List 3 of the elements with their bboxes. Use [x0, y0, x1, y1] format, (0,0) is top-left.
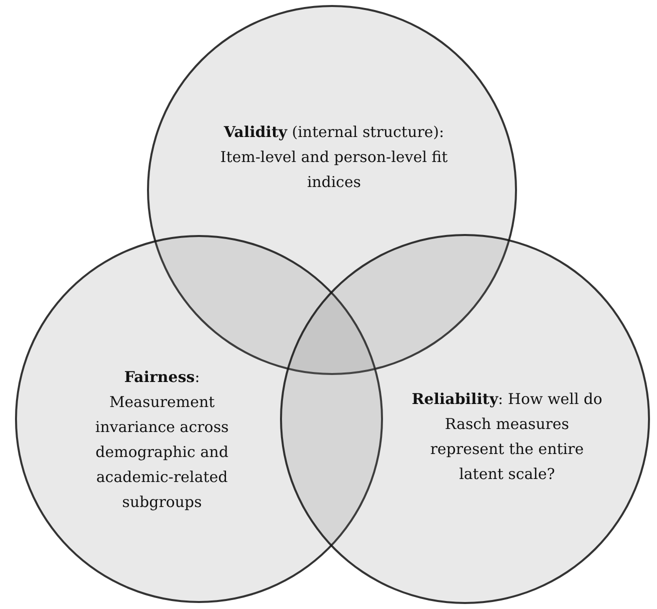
circle-description: Fairness: Measurement invariance across demographic and academic-related subgroups	[94, 367, 230, 513]
circle-description: Validity (internal structure): Item-level and person-level fit indices	[219, 122, 449, 193]
circle-description: Reliability: How well do Rasch measures represent the entire latent scale?	[410, 389, 604, 485]
